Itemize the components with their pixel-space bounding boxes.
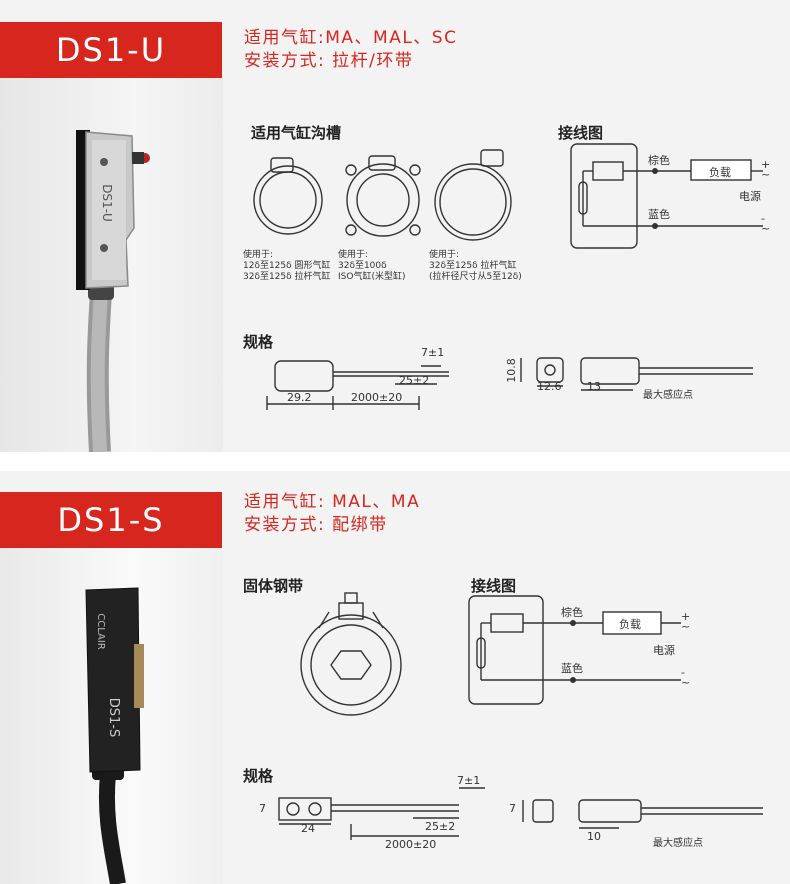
dim-width: 12.6 [537,380,562,393]
model-title: DS1-S [57,501,165,539]
power-label: 电源 [653,644,675,657]
spec-text: 适用气缸: MAL、MA 安装方式: 配绑带 [244,491,420,537]
sensor-body-label: DS1-S [106,697,122,738]
spec-text: 适用气缸:MA、MAL、SC 安装方式: 拉杆/环带 [244,27,457,73]
minus-sign: - [761,212,765,225]
minus-sign: - [681,666,685,679]
wiring-title: 接线图 [471,577,517,595]
wire-brown-label: 棕色 [561,606,583,619]
tilde-sign-bottom: ~ [761,222,771,235]
sensor-brand-label: CCLAIR [94,613,106,650]
dim-body: 29.2 [287,391,312,404]
spec-mount: 安装方式: 拉杆/环带 [244,51,414,71]
dim-lead: 7±1 [457,774,481,787]
spec-title: 规格 [243,333,274,351]
wiring-title: 接线图 [558,124,604,142]
sensor-body-label: DS1-U [99,184,114,222]
technical-drawings: 适用气缸沟槽 接线图 规格 [223,78,790,452]
wire-blue-label: 蓝色 [561,662,583,675]
drawing-lines [253,143,763,410]
product-panel-ds1-s: DS1-S 适用气缸: MAL、MA 安装方式: 配绑带 CCLAIR DS1-… [0,471,790,884]
product-photo: DS1-U [0,78,223,452]
load-label: 负载 [619,618,641,631]
groove-note-1: 使用于: 12δ至125δ 圆形气缸 32δ至125δ 拉杆气缸 [243,250,331,282]
sensor-photo-illustration [76,130,150,452]
dim-height: 10.8 [504,358,518,383]
dim-strip: 25±2 [399,374,430,387]
drawing-lines [278,592,763,840]
dim-strip: 25±2 [425,820,456,833]
dim-length: 2000±20 [351,391,403,404]
model-title-badge: DS1-U [0,22,222,78]
spec-title: 规格 [243,767,274,785]
groove-note-3: 使用于: 32δ至125δ 拉杆气缸 (拉杆径尺寸从5至12δ) [429,250,522,282]
plus-sign: + [681,610,691,623]
sensor-photo-illustration [85,587,144,884]
sense-point-label: 最大感应点 [643,390,693,401]
dim-height: 7 [259,802,266,815]
tilde-sign-top: ~ [681,620,691,633]
sense-point-label: 最大感应点 [653,838,703,849]
wire-brown-label: 棕色 [648,154,670,167]
wire-blue-label: 蓝色 [648,208,670,221]
groove-note-2: 使用于: 32δ至100δ ISO气缸(米型缸) [338,250,406,282]
model-title: DS1-U [55,31,167,69]
band-title: 固体钢带 [243,577,304,595]
dim-length: 2000±20 [385,838,437,851]
product-photo: CCLAIR DS1-S [0,548,223,884]
section-gap [0,452,790,471]
model-title-badge: DS1-S [0,492,222,548]
tilde-sign-bottom: ~ [681,676,691,689]
groove-title: 适用气缸沟槽 [251,124,342,142]
dim-body: 24 [301,822,315,835]
dim-lead: 7±1 [421,346,445,359]
plus-sign: + [761,158,771,171]
dim-sense: 13 [587,380,601,393]
spec-mount: 安装方式: 配绑带 [244,515,388,535]
power-label: 电源 [739,190,761,203]
spec-cylinder: 适用气缸: MAL、MA [244,492,421,512]
spec-cylinder: 适用气缸:MA、MAL、SC [244,28,458,48]
dim-sense: 10 [587,830,601,843]
product-panel-ds1-u: DS1-U 适用气缸:MA、MAL、SC 安装方式: 拉杆/环带 DS1-U 适… [0,0,790,452]
tilde-sign-top: ~ [761,168,771,181]
load-label: 负载 [709,166,731,179]
dim-height-2: 7 [509,802,516,815]
technical-drawings: 固体钢带 接线图 规格 [223,548,790,884]
